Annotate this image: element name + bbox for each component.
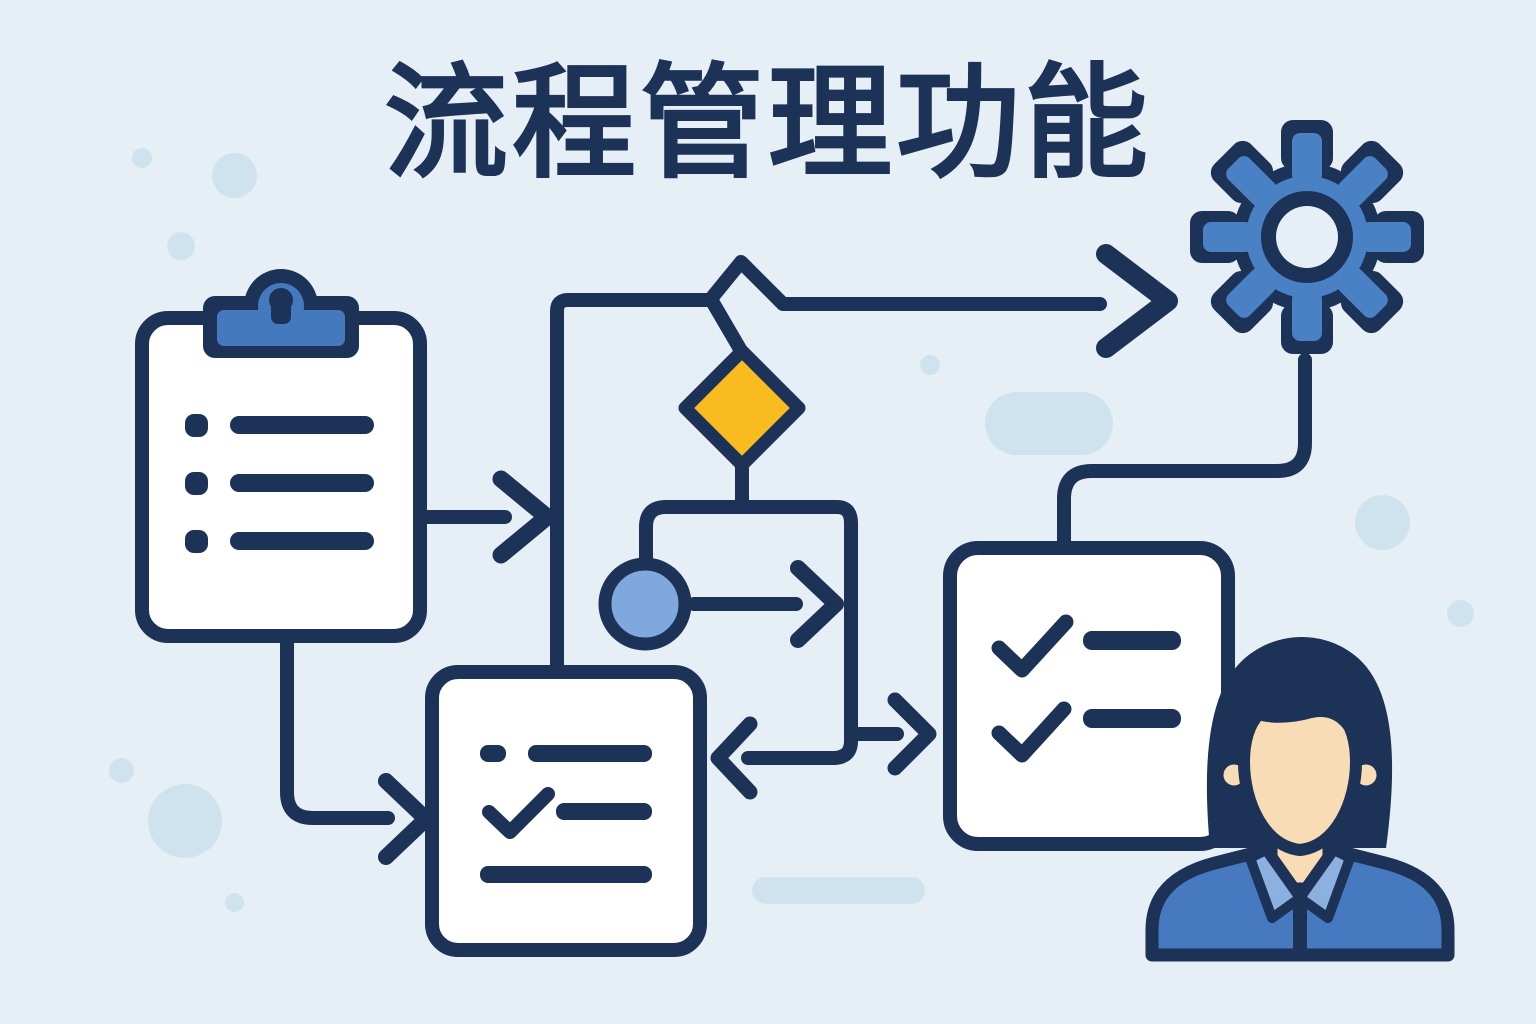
background-blob <box>1355 495 1410 550</box>
collar-icon <box>1245 845 1305 923</box>
start-circle-icon <box>598 557 692 651</box>
collar-icon <box>1295 845 1355 923</box>
arrowhead-right-icon <box>1096 244 1178 358</box>
user-avatar-icon <box>1145 637 1455 962</box>
background-blob <box>109 758 134 783</box>
arrowhead-right-icon <box>790 560 844 648</box>
arrowhead-right-icon <box>887 692 937 776</box>
check-icon <box>991 701 1072 763</box>
background-blob <box>167 232 195 260</box>
background-blob <box>985 392 1113 455</box>
background-blob <box>752 877 925 904</box>
background-blob <box>920 355 940 375</box>
clipboard-task-list-icon <box>135 269 427 643</box>
checklist-card-icon <box>943 541 1235 851</box>
page-title: 流程管理功能 <box>383 55 1152 193</box>
arrowhead-right-icon <box>492 470 556 564</box>
check-icon <box>482 787 555 839</box>
background-blob <box>225 893 244 912</box>
decision-diamond-icon <box>678 344 806 472</box>
settings-gear-icon <box>1190 120 1424 354</box>
arrowhead-left-icon <box>710 716 758 800</box>
background-blob <box>148 784 222 858</box>
flow-connectors <box>280 244 1312 865</box>
background-blob <box>212 153 257 198</box>
checklist-card-icon <box>425 665 707 957</box>
background-blob <box>1447 600 1474 627</box>
check-icon <box>991 614 1074 678</box>
background-blob <box>132 148 152 168</box>
